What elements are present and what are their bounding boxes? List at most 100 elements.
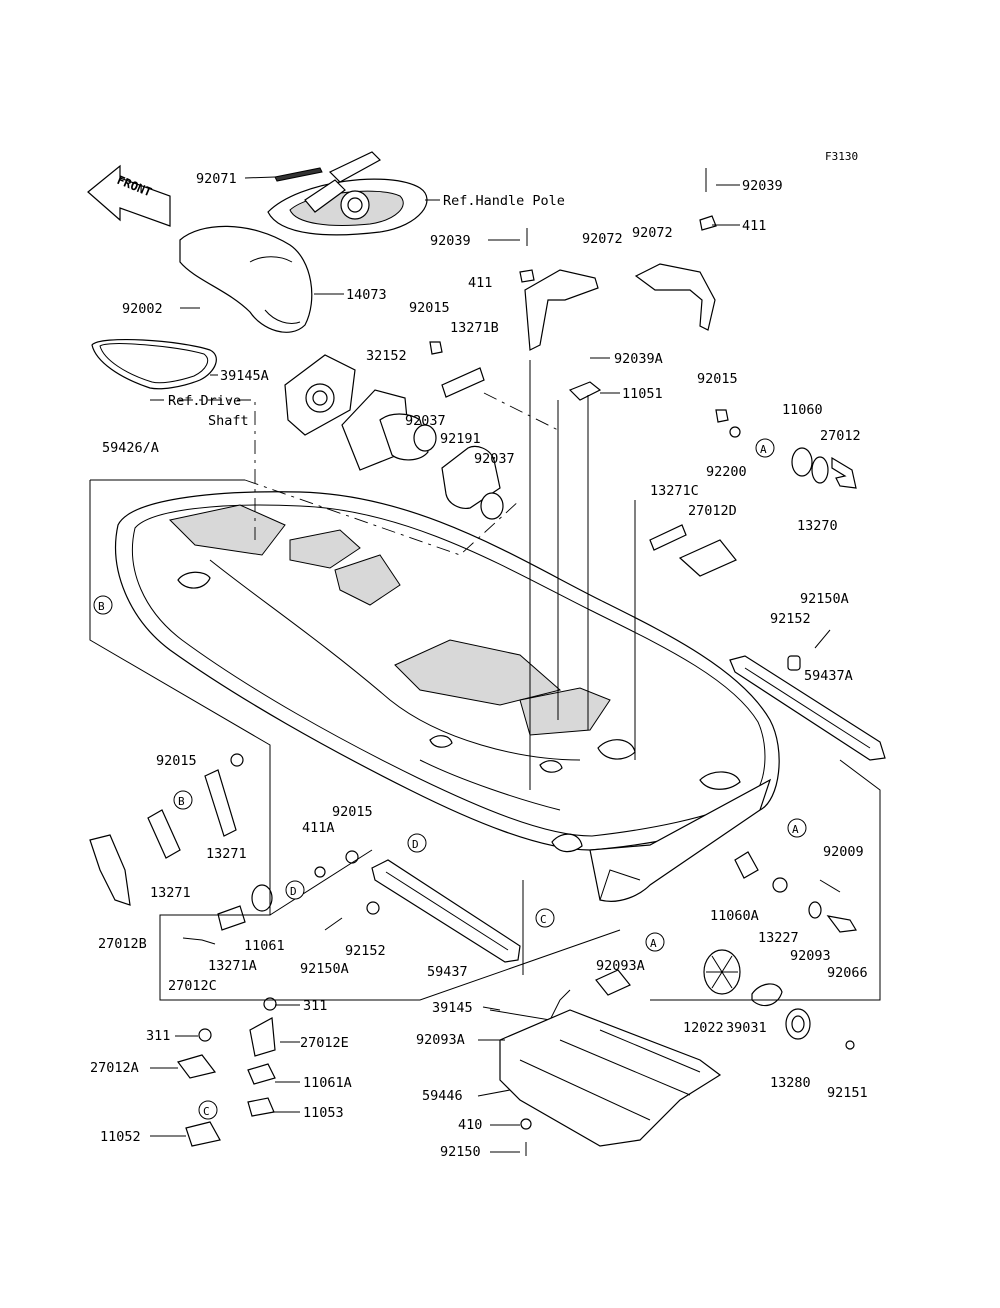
- bracket-11051: [568, 381, 602, 401]
- nut-92015-a: [429, 341, 443, 355]
- front-arrow-icon: [87, 164, 171, 227]
- reference-lines: [89, 360, 881, 1001]
- plate-13271c: [649, 524, 687, 551]
- bracket-92072-b: [634, 263, 716, 331]
- eye-27012b: [89, 834, 131, 906]
- part-label: 92200: [706, 464, 747, 480]
- part-label: 92037: [405, 413, 446, 429]
- part-label: 92191: [440, 431, 481, 447]
- washer-92200: [729, 426, 741, 438]
- part-label: 39145: [432, 1000, 473, 1016]
- cap-39031: [751, 983, 783, 1007]
- part-label: 11052: [100, 1129, 141, 1145]
- bolt-410: [520, 1118, 532, 1130]
- nut-92015-c: [230, 753, 244, 767]
- grip-92071: [274, 167, 323, 182]
- part-label: 13271A: [208, 958, 257, 974]
- bolt-92150a-a: [814, 629, 831, 649]
- hook-27012c: [182, 937, 216, 945]
- washer-92093: [808, 901, 822, 919]
- part-label: 411: [468, 275, 492, 291]
- cover-11060: [791, 447, 813, 477]
- part-label: 92015: [156, 753, 197, 769]
- part-label: 92015: [332, 804, 373, 820]
- part-label: 92150A: [300, 961, 349, 977]
- screw-92151: [845, 1040, 855, 1050]
- part-label: 13271: [150, 885, 191, 901]
- ref-handle-pole: Ref.Handle Pole: [443, 193, 565, 209]
- plate-27012a: [177, 1054, 217, 1079]
- hood-14073: [179, 225, 313, 333]
- bracket-92072-a: [524, 269, 599, 351]
- plate-27012e: [249, 1017, 276, 1057]
- callout-letter: D: [412, 838, 419, 851]
- callout-letter: C: [203, 1105, 210, 1118]
- bolt-92150a-b: [324, 917, 343, 931]
- part-label: 27012A: [90, 1060, 139, 1076]
- part-label: 92093A: [416, 1032, 465, 1048]
- part-label: 92066: [827, 965, 868, 981]
- part-label: 92072: [632, 225, 673, 241]
- part-label: 59437A: [804, 668, 853, 684]
- callout-letter: C: [540, 913, 547, 926]
- ref-drive-shaft-2: Shaft: [208, 413, 249, 429]
- part-label: 92093A: [596, 958, 645, 974]
- part-label: 11061: [244, 938, 285, 954]
- part-label: 27012: [820, 428, 861, 444]
- part-label: 59437: [427, 964, 468, 980]
- rub-rail-59437a: [729, 655, 886, 761]
- part-label: 92152: [770, 611, 811, 627]
- handle-27012: [831, 456, 857, 489]
- part-label: 13271: [206, 846, 247, 862]
- part-label: 27012C: [168, 978, 217, 994]
- part-label: 92150: [440, 1144, 481, 1160]
- part-label: 92071: [196, 171, 237, 187]
- part-label: 27012B: [98, 936, 147, 952]
- washer-411-b: [699, 215, 717, 231]
- rub-rail-59437: [371, 859, 521, 963]
- gasket-13270: [811, 456, 829, 484]
- part-label: 411A: [302, 820, 335, 836]
- part-label: 92002: [122, 301, 163, 317]
- nut-311-b: [198, 1028, 212, 1042]
- nut-92015-b: [715, 409, 729, 423]
- part-label: 11060: [782, 402, 823, 418]
- spacer-92152-b: [366, 901, 380, 915]
- part-label: 92015: [697, 371, 738, 387]
- part-label: 92150A: [800, 591, 849, 607]
- screen-12022: [703, 949, 741, 995]
- part-label: 14073: [346, 287, 387, 303]
- figure-code: F3130: [825, 150, 858, 163]
- callout-circles: [93, 438, 807, 1120]
- duct-32152: [341, 389, 429, 471]
- sleeve-92191: [441, 445, 501, 509]
- part-label: 13271C: [650, 483, 699, 499]
- cover-11061: [251, 884, 273, 912]
- pad-92093a-a: [595, 969, 631, 996]
- nut-311-a: [263, 997, 277, 1011]
- ref-drive-shaft-1: Ref.Drive: [168, 393, 241, 409]
- part-label: 13271B: [450, 320, 499, 336]
- plate-11052: [185, 1121, 221, 1147]
- cover-11060a: [734, 851, 759, 879]
- part-label: 92039: [742, 178, 783, 194]
- part-label: 311: [303, 998, 327, 1014]
- part-label: 92152: [345, 943, 386, 959]
- part-label: 39145A: [220, 368, 269, 384]
- ring-13280: [785, 1008, 811, 1040]
- part-label: 59446: [422, 1088, 463, 1104]
- gasket-11061a: [247, 1063, 276, 1085]
- callout-letter: A: [650, 937, 657, 950]
- callout-letter: B: [98, 600, 105, 613]
- part-label: 411: [742, 218, 766, 234]
- part-label: 13270: [797, 518, 838, 534]
- callout-letter: A: [760, 443, 767, 456]
- plug-92066: [826, 915, 857, 933]
- drive-shaft-plate: [284, 354, 356, 436]
- part-label: 11051: [622, 386, 663, 402]
- part-label: 11060A: [710, 908, 759, 924]
- part-label: 311: [146, 1028, 170, 1044]
- part-label: 410: [458, 1117, 482, 1133]
- callout-letter: A: [792, 823, 799, 836]
